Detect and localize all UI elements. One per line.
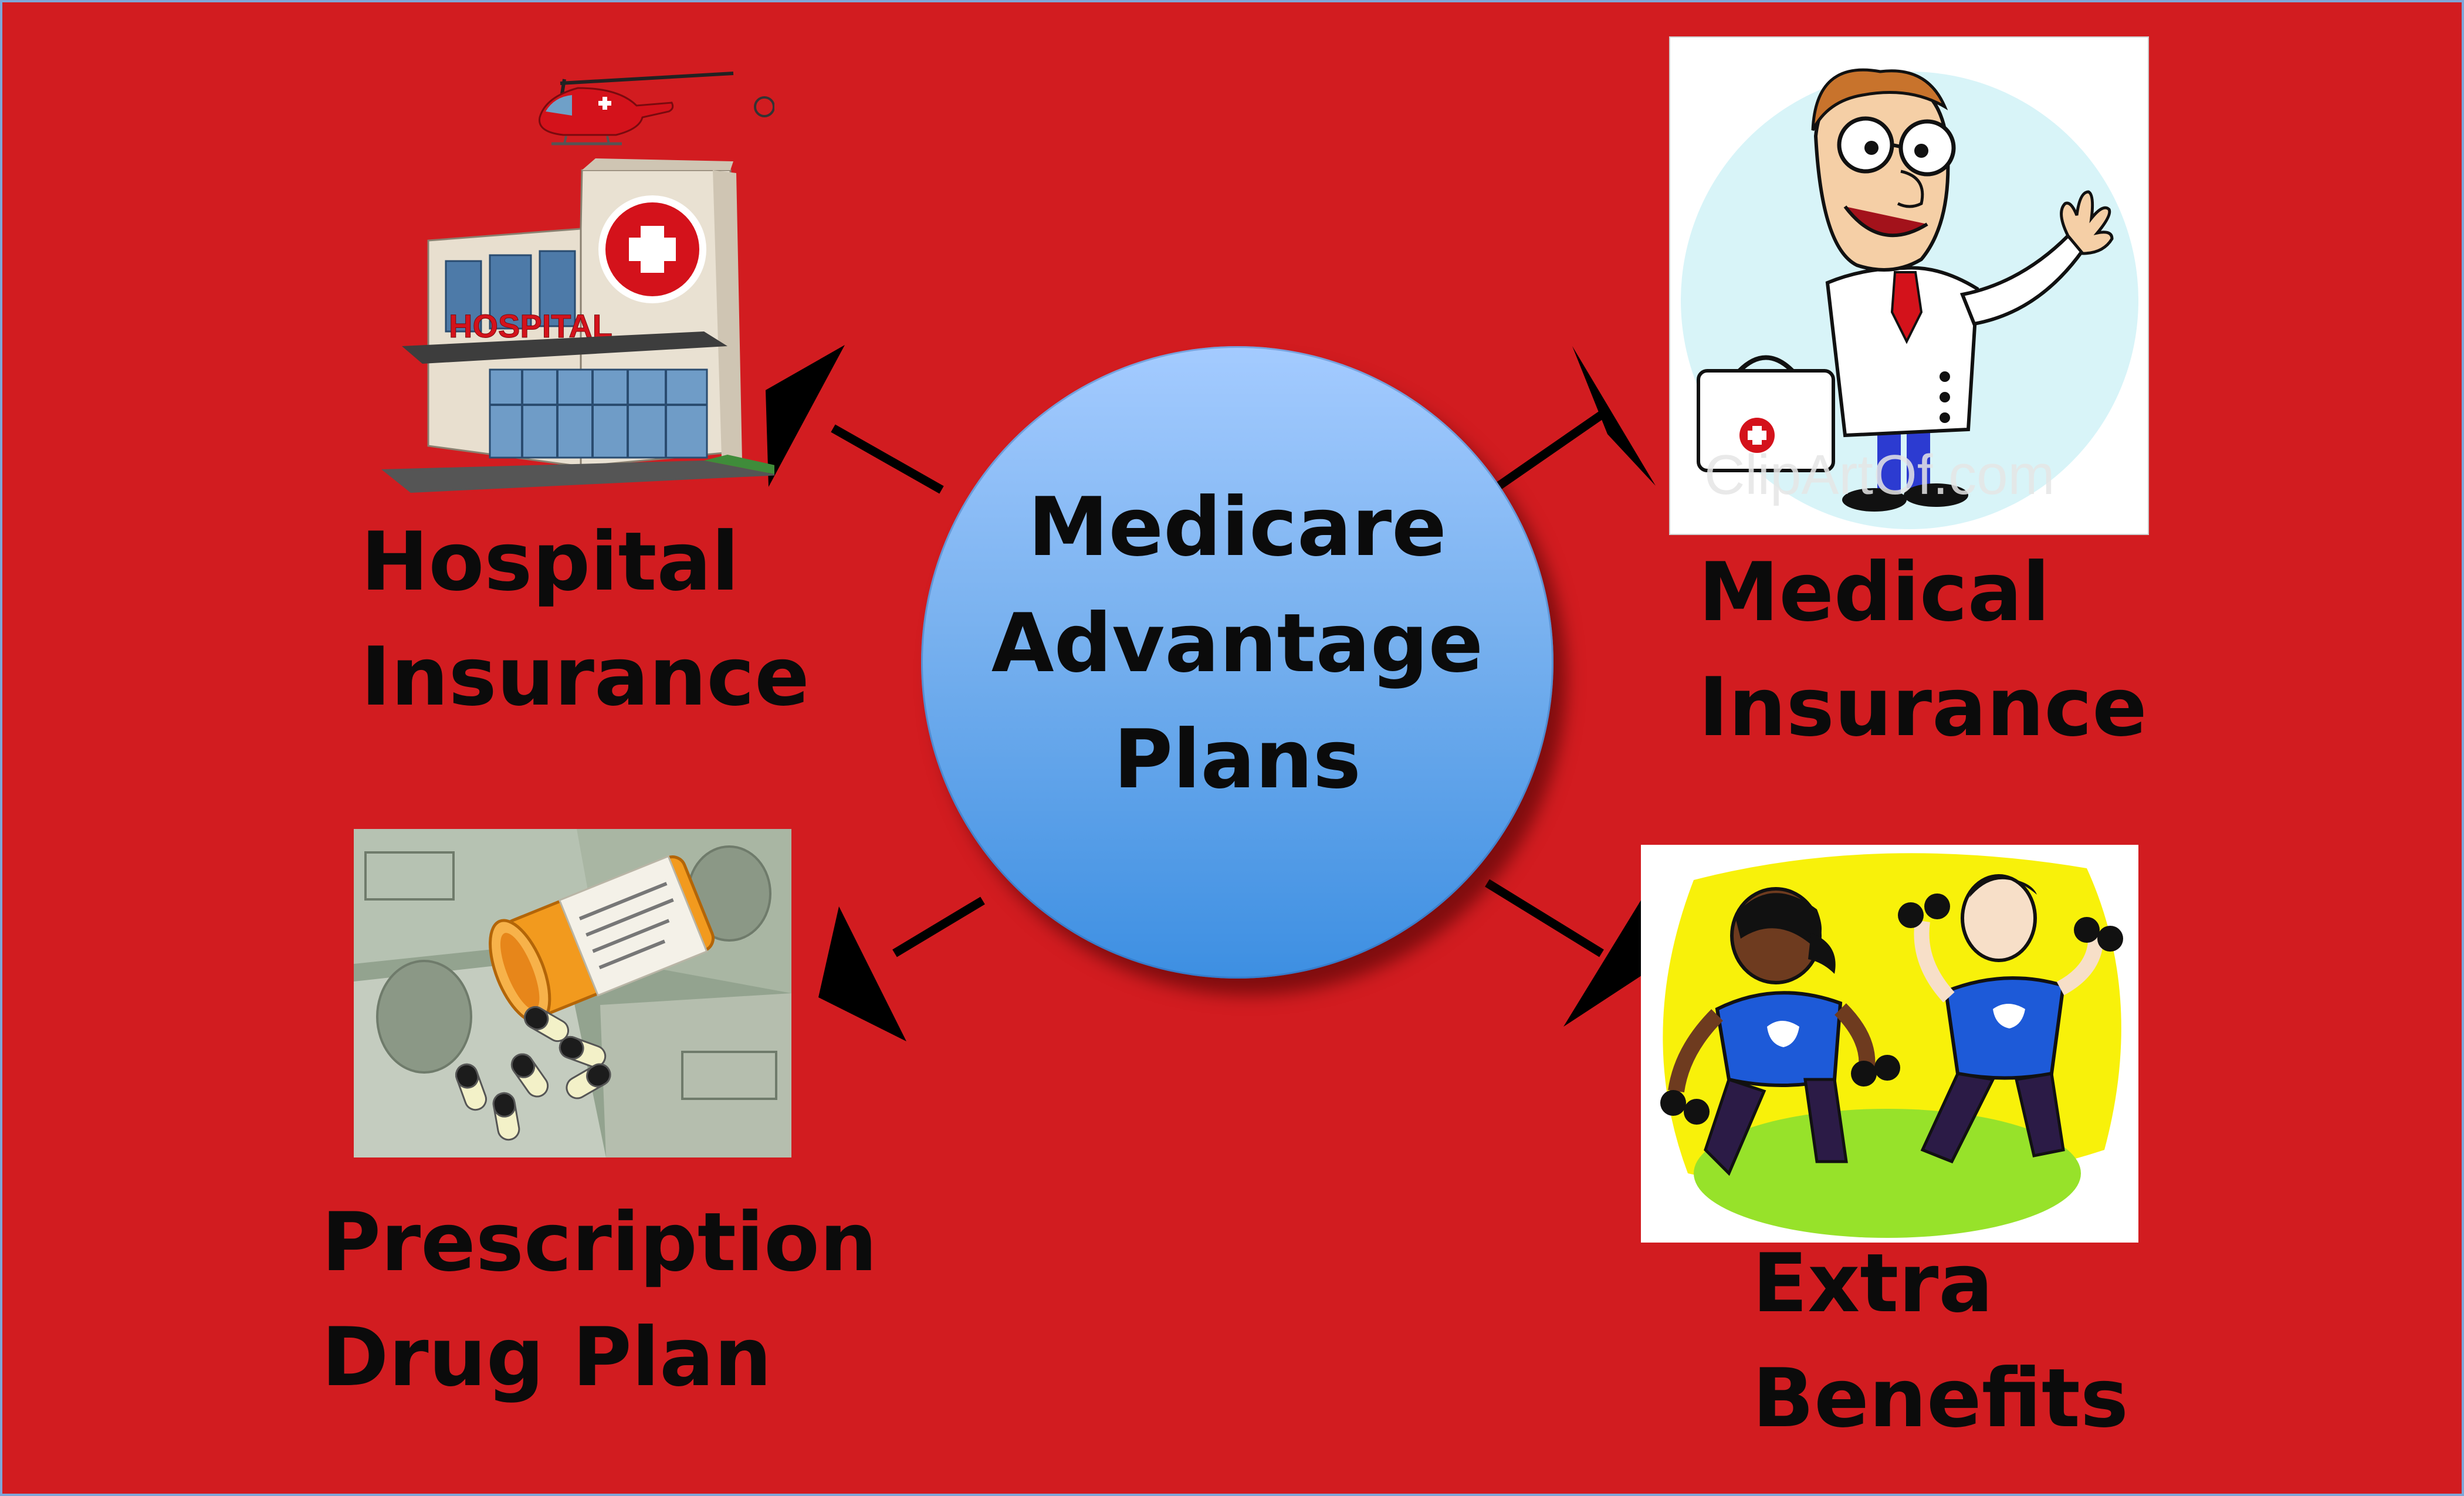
medical-insurance-label: Medical Insurance: [1698, 535, 2147, 765]
hospital-insurance-label: Hospital Insurance: [361, 505, 810, 735]
center-title-line: Advantage: [991, 596, 1484, 691]
label-line: Insurance: [361, 629, 810, 724]
hospital-sign: HOSPITAL: [449, 307, 612, 344]
center-title-line: Medicare: [1028, 480, 1447, 574]
label-line: Hospital: [361, 515, 739, 609]
label-line: Prescription: [321, 1195, 878, 1289]
center-title: Medicare Advantage Plans: [921, 469, 1553, 818]
center-circle: [921, 346, 1553, 979]
label-line: Benefits: [1752, 1351, 2129, 1446]
prescription-drug-plan-label: Prescription Drug Plan: [321, 1185, 877, 1415]
label-line: Insurance: [1698, 660, 2147, 754]
helicopter-icon: [539, 72, 774, 145]
cartoon-doctor-icon: ClipArtOf.com: [1669, 36, 2149, 535]
arrow-to-extra: [1485, 879, 1650, 1027]
hospital-building-icon: HOSPITAL: [381, 72, 774, 493]
exercising-people-icon: [1641, 845, 2138, 1243]
label-line: Extra: [1752, 1236, 1993, 1331]
watermark: ClipArtOf.com: [1704, 444, 2055, 506]
center-title-line: Plans: [1113, 712, 1361, 807]
arrow-to-medical: [1490, 346, 1656, 494]
label-line: Drug Plan: [321, 1310, 772, 1404]
arrow-to-drug: [818, 896, 985, 1041]
man-figure: [1898, 874, 2123, 1164]
woman-figure: [1660, 887, 1900, 1176]
label-line: Medical: [1698, 545, 2050, 639]
extra-benefits-label: Extra Benefits: [1752, 1226, 2128, 1456]
arrow-to-hospital: [766, 345, 944, 494]
pill-bottle-money-icon: [354, 829, 791, 1157]
